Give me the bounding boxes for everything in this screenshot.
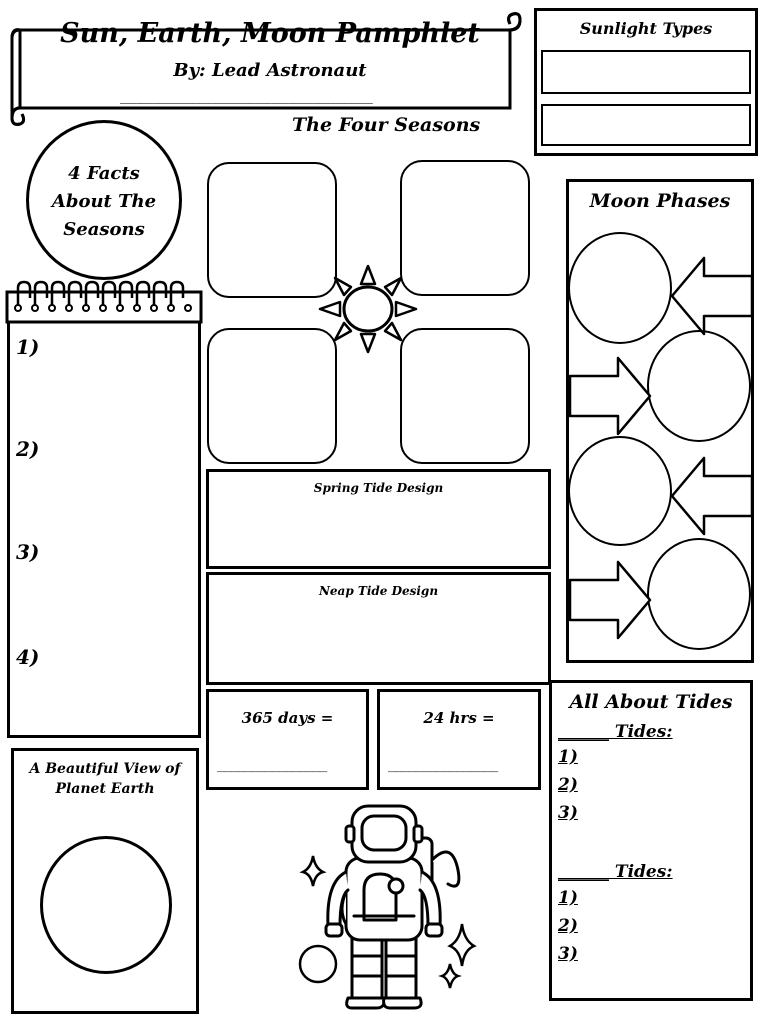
facts-title-line-1: 4 Facts (68, 163, 140, 184)
earth-drawing-circle[interactable] (40, 836, 172, 974)
tides-group-1-item-3[interactable]: 3) (558, 803, 578, 823)
arrow-left-icon (670, 256, 754, 336)
sunlight-type-field-1[interactable] (541, 50, 751, 94)
days-box[interactable]: 365 days = ________________ (206, 689, 369, 790)
earth-view-title: A Beautiful View of Planet Earth (14, 759, 196, 799)
notebook-spiral-binding (5, 280, 203, 324)
tides-group-1-item-2[interactable]: 2) (558, 775, 578, 795)
hours-answer-line: ________________ (388, 758, 498, 773)
facts-circle (26, 120, 182, 280)
astronaut-icon (298, 804, 477, 1010)
facts-title-line-2: About The (51, 191, 157, 212)
tides-group-1-label[interactable]: ______ Tides: (558, 722, 673, 742)
days-label: 365 days = (241, 709, 334, 727)
hours-box[interactable]: 24 hrs = ________________ (377, 689, 541, 790)
fact-item-1[interactable]: 1) (16, 335, 40, 359)
moon-phase-circle-4[interactable] (647, 538, 751, 650)
moon-phase-circle-2[interactable] (647, 330, 751, 442)
page-title: Sun, Earth, Moon Pamphlet (60, 18, 480, 49)
neap-tide-title: Neap Tide Design (318, 584, 439, 598)
moon-phase-circle-3[interactable] (568, 436, 672, 546)
neap-tide-box[interactable]: Neap Tide Design (206, 572, 551, 685)
tides-group-2-item-2[interactable]: 2) (558, 916, 578, 936)
tides-group-2-item-3[interactable]: 3) (558, 944, 578, 964)
seasons-heading: The Four Seasons (292, 114, 481, 136)
facts-title-line-3: Seasons (63, 219, 145, 240)
season-box-1[interactable] (207, 162, 337, 298)
fact-item-2[interactable]: 2) (16, 437, 40, 461)
moon-phases-title: Moon Phases (589, 190, 731, 212)
title-underline: ______________________________ (120, 88, 373, 104)
facts-title: 4 Facts About The Seasons (26, 160, 182, 244)
days-answer-line: ________________ (217, 758, 327, 773)
sunlight-types-title: Sunlight Types (579, 19, 713, 38)
all-about-tides-title: All About Tides (569, 691, 733, 713)
title-scroll-banner (10, 12, 522, 126)
moon-phases-right-border (751, 179, 754, 663)
earth-view-title-line-1: A Beautiful View of (29, 761, 181, 777)
spring-tide-box[interactable]: Spring Tide Design (206, 469, 551, 569)
sun-icon (318, 264, 418, 354)
tides-group-2-item-1[interactable]: 1) (558, 888, 578, 908)
season-box-3[interactable] (207, 328, 337, 464)
tides-group-2-label[interactable]: ______ Tides: (558, 862, 673, 882)
fact-item-4[interactable]: 4) (16, 645, 40, 669)
arrow-right-icon (568, 560, 652, 640)
sunlight-type-field-2[interactable] (541, 104, 751, 146)
facts-notebook (7, 310, 201, 738)
moon-phase-circle-1[interactable] (568, 232, 672, 344)
season-box-2[interactable] (400, 160, 530, 296)
all-about-tides-panel: All About Tides (549, 680, 753, 1001)
arrow-left-icon (670, 456, 754, 536)
byline: By: Lead Astronaut (173, 60, 367, 81)
spring-tide-title: Spring Tide Design (313, 481, 444, 495)
earth-view-title-line-2: Planet Earth (55, 781, 155, 797)
arrow-right-icon (568, 356, 652, 436)
fact-item-3[interactable]: 3) (16, 540, 40, 564)
hours-label: 24 hrs = (423, 709, 495, 727)
season-box-4[interactable] (400, 328, 530, 464)
tides-group-1-item-1[interactable]: 1) (558, 747, 578, 767)
